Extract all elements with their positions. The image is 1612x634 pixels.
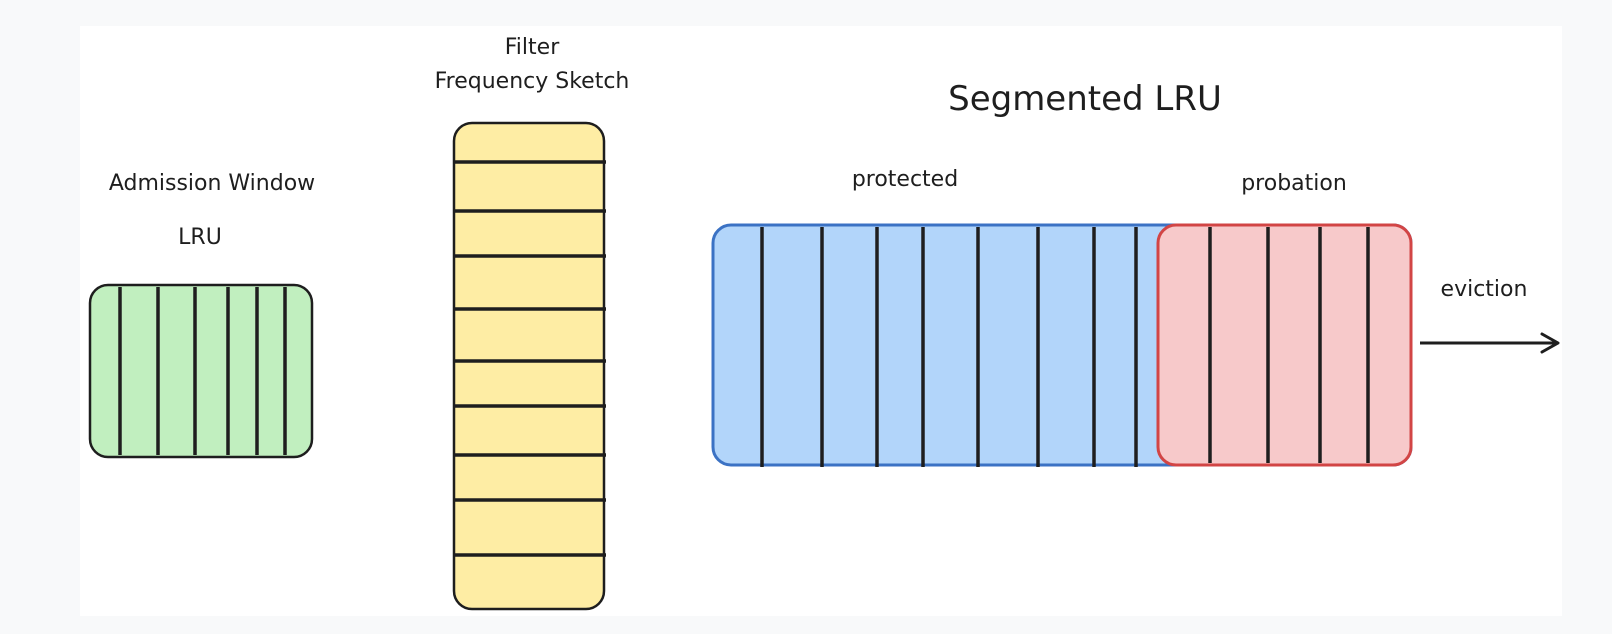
- eviction-label: eviction: [1441, 277, 1528, 302]
- segmented-lru-group: Segmented LRU protected probation: [711, 79, 1413, 467]
- protected-segment-slots: [760, 227, 1138, 467]
- admission-window-title: Admission Window: [109, 171, 315, 196]
- filter-group: Filter Frequency Sketch: [435, 35, 630, 611]
- probation-segment-slots: [1208, 227, 1370, 463]
- filter-title: Filter: [505, 35, 560, 60]
- segmented-lru-title: Segmented LRU: [948, 79, 1222, 119]
- admission-window-box: [88, 283, 314, 459]
- probation-label: probation: [1241, 171, 1347, 196]
- eviction-arrow-head: [1540, 332, 1560, 354]
- filter-subtitle: Frequency Sketch: [435, 69, 630, 94]
- eviction-group: eviction: [1420, 277, 1560, 354]
- admission-window-group: Admission Window LRU: [88, 171, 315, 459]
- protected-label: protected: [852, 167, 958, 192]
- frequency-sketch-box: [452, 121, 606, 611]
- frequency-sketch-rows: [454, 160, 606, 557]
- probation-segment-box: [1156, 223, 1413, 467]
- admission-window-subtitle: LRU: [178, 225, 222, 250]
- admission-window-slots: [118, 287, 287, 455]
